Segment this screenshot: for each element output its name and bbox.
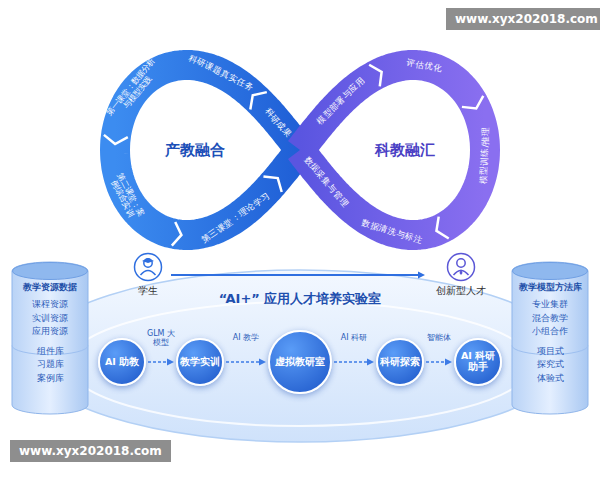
ellipse — [13, 263, 88, 280]
flow-chevron — [104, 135, 128, 144]
cylinder-item: 体验式 — [537, 372, 564, 386]
flow-chevron — [462, 96, 483, 109]
ellipse — [513, 263, 588, 280]
module-label: 教学实训 — [180, 357, 220, 368]
path — [142, 258, 154, 263]
connector-line — [426, 361, 446, 363]
cylinder-item: 应用资源 — [32, 325, 68, 339]
path — [460, 269, 463, 275]
connector-line — [226, 361, 260, 363]
edge-label: AI 教学 — [233, 333, 259, 342]
connector — [226, 359, 266, 366]
module-label: 科研探索 — [380, 357, 420, 368]
module-circle: AI 科研助手 — [454, 338, 502, 386]
loop-band — [300, 65, 485, 235]
ellipse — [68, 302, 532, 426]
flow-chevron — [263, 176, 281, 192]
circle — [457, 259, 465, 267]
cylinder-item: 小组合作 — [532, 325, 568, 339]
arrow-head — [167, 359, 174, 366]
cylinder-item: 项目式 — [537, 345, 564, 359]
flow-chevron — [436, 217, 448, 239]
cylinder-item: 案例库 — [37, 372, 64, 386]
connector-line — [148, 361, 168, 363]
arrow-head — [445, 359, 452, 366]
database-cylinder: 教学模型方法库专业集群混合教学小组合作项目式探究式体验式 — [512, 262, 588, 414]
connector — [171, 272, 425, 279]
connector-line — [171, 274, 419, 276]
person-icon — [446, 252, 476, 282]
path — [12, 262, 88, 414]
cylinder-item: 课程资源 — [32, 298, 68, 312]
edge-label: GLM 大模型 — [143, 329, 179, 347]
cylinder-heading: 教学资源数据 — [23, 282, 77, 294]
module-label: AI 科研助手 — [458, 351, 498, 373]
circle — [135, 254, 162, 281]
cylinder-item: 实训资源 — [32, 312, 68, 326]
connector — [426, 359, 452, 366]
cylinder-item: 组件库 — [37, 345, 64, 359]
module-circle: AI 助教 — [98, 338, 146, 386]
arrow-head — [259, 359, 266, 366]
cylinder-item: 探究式 — [537, 358, 564, 372]
edge-label: AI 科研 — [341, 333, 367, 342]
person-icon — [133, 252, 163, 282]
loop-title: 科教融汇 — [375, 141, 435, 160]
platform-title: “AI+” 应用人才培养实验室 — [28, 290, 572, 308]
module-circle: 教学实训 — [176, 338, 224, 386]
flow-chevron — [250, 92, 266, 109]
path — [512, 262, 588, 414]
module-label: 虚拟教研室 — [275, 356, 325, 368]
circle — [448, 254, 475, 281]
cylinder-heading: 教学模型方法库 — [519, 282, 582, 294]
module-label: AI 助教 — [105, 357, 139, 368]
connector-line — [334, 361, 368, 363]
cylinder-item: 专业集群 — [532, 298, 568, 312]
watermark: www.xyx202018.com — [446, 8, 600, 30]
talent-node: 创新型人才 — [428, 252, 494, 298]
node-label: 创新型人才 — [436, 284, 486, 298]
module-circle: 虚拟教研室 — [268, 330, 332, 394]
module-circle: 科研探索 — [376, 338, 424, 386]
connector — [148, 359, 174, 366]
connector — [334, 359, 374, 366]
platform-ellipse: “AI+” 应用人才培养实验室 AI 助教 教学实训 虚拟教研室 科研探索 AI 科研助手 — [28, 268, 572, 444]
database-cylinder: 教学资源数据课程资源实训资源应用资源组件库习题库案例库 — [12, 262, 88, 414]
flow-chevron — [369, 65, 381, 87]
path — [141, 271, 156, 276]
cylinder-item: 混合教学 — [532, 312, 568, 326]
watermark: www.xyx202018.com — [10, 440, 171, 462]
flow-chevron — [172, 222, 182, 246]
edge-label: 智能体 — [427, 333, 451, 342]
cylinder-item: 习题库 — [37, 358, 64, 372]
loop-title: 产教融合 — [165, 141, 225, 160]
arrow-head — [367, 359, 374, 366]
arrow-head — [418, 272, 425, 279]
node-label: 学生 — [138, 284, 158, 298]
